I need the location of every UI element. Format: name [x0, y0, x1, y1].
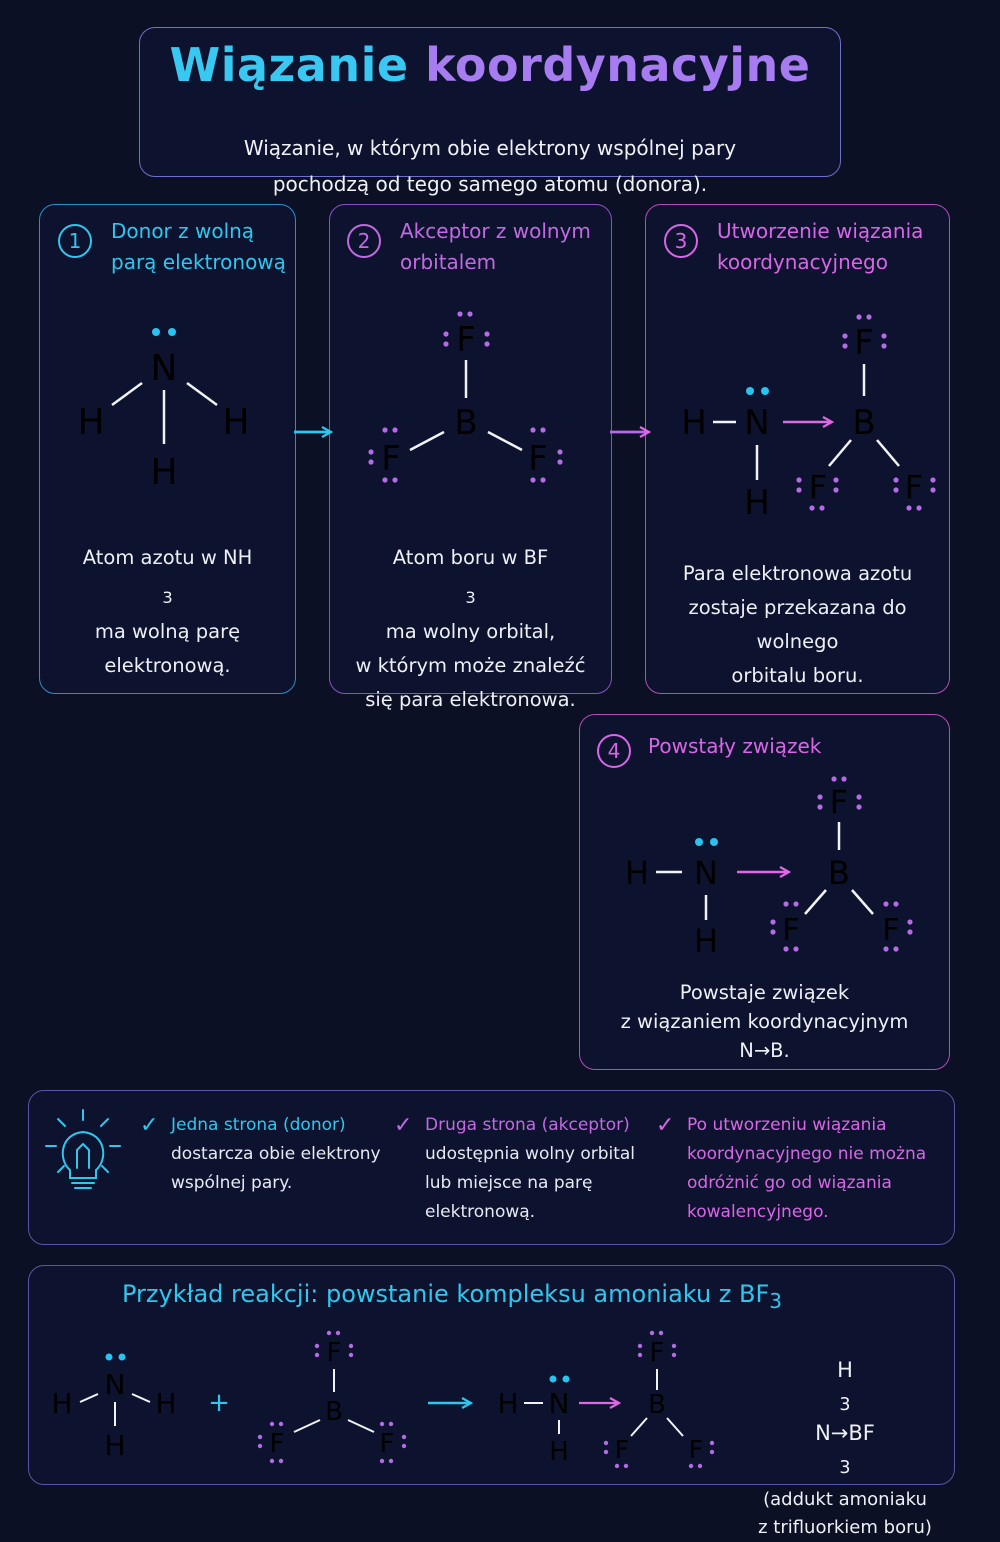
- step-description-4: Powstaje związek z wiązaniem koordynacyj…: [620, 981, 909, 1062]
- step-number-4: 4: [597, 734, 631, 768]
- example-title: Przykład reakcji: powstanie kompleksu am…: [122, 1280, 783, 1313]
- check-icon: ✓: [656, 1113, 675, 1138]
- tip-acceptor: ✓ Druga strona (akceptor) udostępnia wol…: [394, 1113, 636, 1222]
- page-subtitle: Wiązanie, w którym obie elektrony wspóln…: [243, 136, 737, 196]
- step-number-2: 2: [347, 224, 381, 258]
- step-heading-4: Powstały związek: [648, 734, 822, 758]
- step-description-3: Para elektronowa azotu zostaje przekazan…: [682, 562, 913, 687]
- check-icon: ✓: [394, 1113, 413, 1138]
- step-card-product: [579, 714, 950, 1070]
- title-card: Wiązanie koordynacyjne Wiązanie, w który…: [139, 27, 841, 196]
- step-number-3: 3: [664, 224, 698, 258]
- page-title: Wiązanie koordynacyjne: [169, 38, 811, 92]
- tip-indistinguishable: ✓ Po utworzeniu wiązania koordynacyjnego…: [656, 1113, 927, 1222]
- check-icon: ✓: [140, 1113, 159, 1138]
- tip-donor: ✓ Jedna strona (donor) dostarcza obie el…: [140, 1113, 381, 1193]
- tips-card: [28, 1090, 955, 1245]
- step-card-acceptor: [329, 204, 612, 694]
- step-number-1: 1: [58, 224, 92, 258]
- step-card-donor: [39, 204, 296, 694]
- example-card: [28, 1265, 955, 1485]
